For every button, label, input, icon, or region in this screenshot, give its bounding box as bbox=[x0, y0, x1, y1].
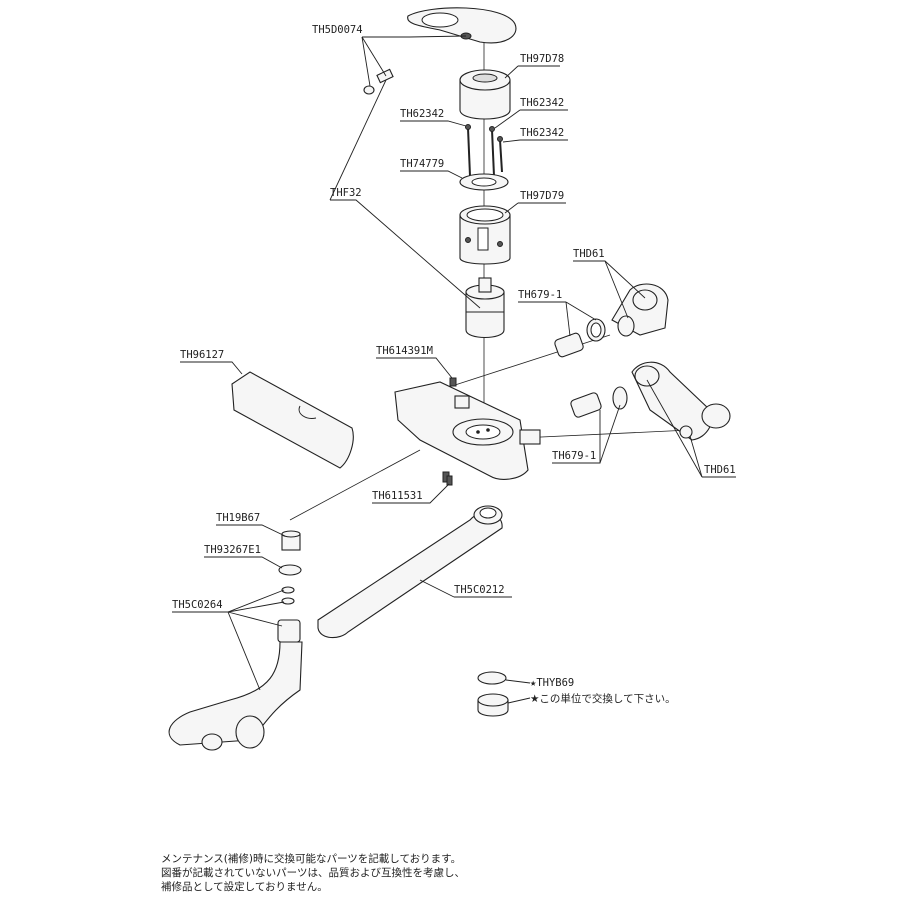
label-th5c0264: TH5C0264 bbox=[172, 599, 223, 611]
label-th62342-right-top: TH62342 bbox=[520, 97, 564, 109]
footer-notes: メンテナンス(補修)時に交換可能なパーツを記載しております。 図番が記載されてい… bbox=[161, 852, 721, 894]
set-screw bbox=[449, 377, 457, 387]
shower-hose bbox=[168, 619, 303, 751]
cartridge bbox=[465, 277, 505, 339]
label-th74779: TH74779 bbox=[400, 158, 444, 170]
label-th62342-right-bottom: TH62342 bbox=[520, 127, 564, 139]
ring-plate bbox=[459, 173, 509, 191]
label-th5c0212: TH5C0212 bbox=[454, 584, 505, 596]
label-th62342-left: TH62342 bbox=[400, 108, 444, 120]
hot-axis bbox=[454, 334, 611, 386]
label-th5d0074: TH5D0074 bbox=[312, 24, 363, 36]
footer-line-3: 補修品として設定しておりません。 bbox=[161, 881, 328, 893]
label-thd61-bottom: THD61 bbox=[704, 464, 736, 476]
diverter-axis bbox=[289, 449, 421, 521]
replacement-unit bbox=[477, 671, 509, 717]
label-th679-1-bottom: TH679-1 bbox=[552, 450, 596, 462]
label-th96127: TH96127 bbox=[180, 349, 224, 361]
long-screws bbox=[465, 124, 503, 177]
label-th614391m: TH614391M bbox=[376, 345, 433, 357]
cold-elbow-connector bbox=[631, 361, 731, 441]
body-pin bbox=[446, 475, 453, 486]
label-thyb69: ★THYB69 bbox=[530, 677, 574, 689]
label-th611531: TH611531 bbox=[372, 490, 423, 502]
label-th93267e1: TH93267E1 bbox=[204, 544, 261, 556]
hot-check-valve bbox=[554, 318, 606, 358]
washer-b bbox=[281, 597, 295, 605]
cold-axis bbox=[519, 429, 691, 439]
small-screw bbox=[363, 68, 394, 95]
hot-elbow-connector bbox=[611, 283, 669, 337]
label-th97d79: TH97D79 bbox=[520, 190, 564, 202]
sleeve bbox=[459, 205, 511, 265]
label-th97d78: TH97D78 bbox=[520, 53, 564, 65]
handle-lever bbox=[407, 7, 517, 44]
label-thd61-top: THD61 bbox=[573, 248, 605, 260]
cover-plate bbox=[231, 371, 354, 469]
cap-cover bbox=[459, 69, 511, 120]
label-unit-note: ★この単位で交換して下さい。 bbox=[530, 692, 676, 705]
faucet-body bbox=[394, 381, 541, 483]
swing-spout bbox=[317, 505, 503, 639]
leader-lines bbox=[172, 35, 736, 704]
label-thf32: THF32 bbox=[330, 187, 362, 199]
o-ring bbox=[278, 564, 302, 576]
footer-line-2: 図番が記載されていないパーツは、品質および互換性を考慮し、 bbox=[161, 867, 465, 879]
label-th19b67: TH19B67 bbox=[216, 512, 260, 524]
cold-check-valve bbox=[570, 386, 628, 418]
footer-line-1: メンテナンス(補修)時に交換可能なパーツを記載しております。 bbox=[161, 853, 462, 865]
washer-a bbox=[281, 586, 295, 594]
diverter-fitting bbox=[281, 530, 301, 551]
label-th679-1-top: TH679-1 bbox=[518, 289, 562, 301]
